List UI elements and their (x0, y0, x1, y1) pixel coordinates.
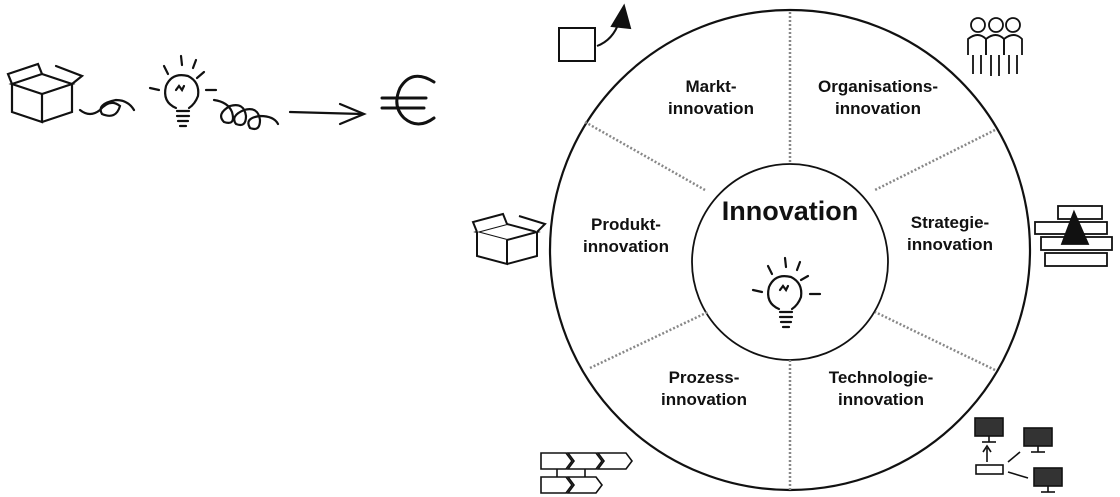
segment-label-prozess-line2: innovation (661, 390, 747, 409)
segment-label-technologie-line2: innovation (838, 390, 924, 409)
strategy-bars-icon (1034, 205, 1113, 267)
segment-label-technologie-line1: Technologie- (828, 368, 934, 387)
inner-circle (691, 163, 889, 361)
segment-label-strategie-line2: innovation (907, 235, 993, 254)
sketch-euro-icon (380, 74, 436, 126)
process-chevrons-icon (540, 452, 633, 494)
segment-label-prozess: Prozess- innovation (634, 367, 774, 411)
sketch-box-icon (6, 62, 85, 124)
segment-label-markt-line2: innovation (668, 99, 754, 118)
chart-arrow-icon (558, 3, 632, 62)
segment-label-markt-line1: Markt- (685, 77, 737, 96)
segment-label-produkt-line2: innovation (583, 237, 669, 256)
divider-upper-left (584, 120, 706, 192)
sketch-value-chain (6, 54, 436, 131)
segment-label-produkt: Produkt- innovation (556, 214, 696, 258)
divider-upper-right (874, 128, 996, 192)
network-computers-icon (974, 417, 1063, 493)
center-title: Innovation (721, 196, 859, 226)
segment-label-produkt-line1: Produkt- (591, 215, 661, 234)
people-icon (967, 17, 1023, 76)
segment-label-organisation-line2: innovation (835, 99, 921, 118)
segment-label-strategie: Strategie- innovation (890, 212, 1010, 256)
segment-label-technologie: Technologie- innovation (806, 367, 956, 411)
divider-lower-right (874, 310, 996, 372)
divider-lower-left (589, 310, 709, 370)
box-icon (471, 212, 547, 266)
segment-label-prozess-line1: Prozess- (668, 368, 740, 387)
segment-label-strategie-line1: Strategie- (910, 213, 990, 232)
center-lightbulb-icon (751, 256, 822, 329)
segment-label-organisation-line1: Organisations- (818, 77, 938, 96)
segment-label-organisation: Organisations- innovation (798, 76, 958, 120)
segment-dividers (584, 12, 996, 490)
sketch-lightbulb-icon (148, 54, 218, 128)
segment-label-markt: Markt- innovation (641, 76, 781, 120)
